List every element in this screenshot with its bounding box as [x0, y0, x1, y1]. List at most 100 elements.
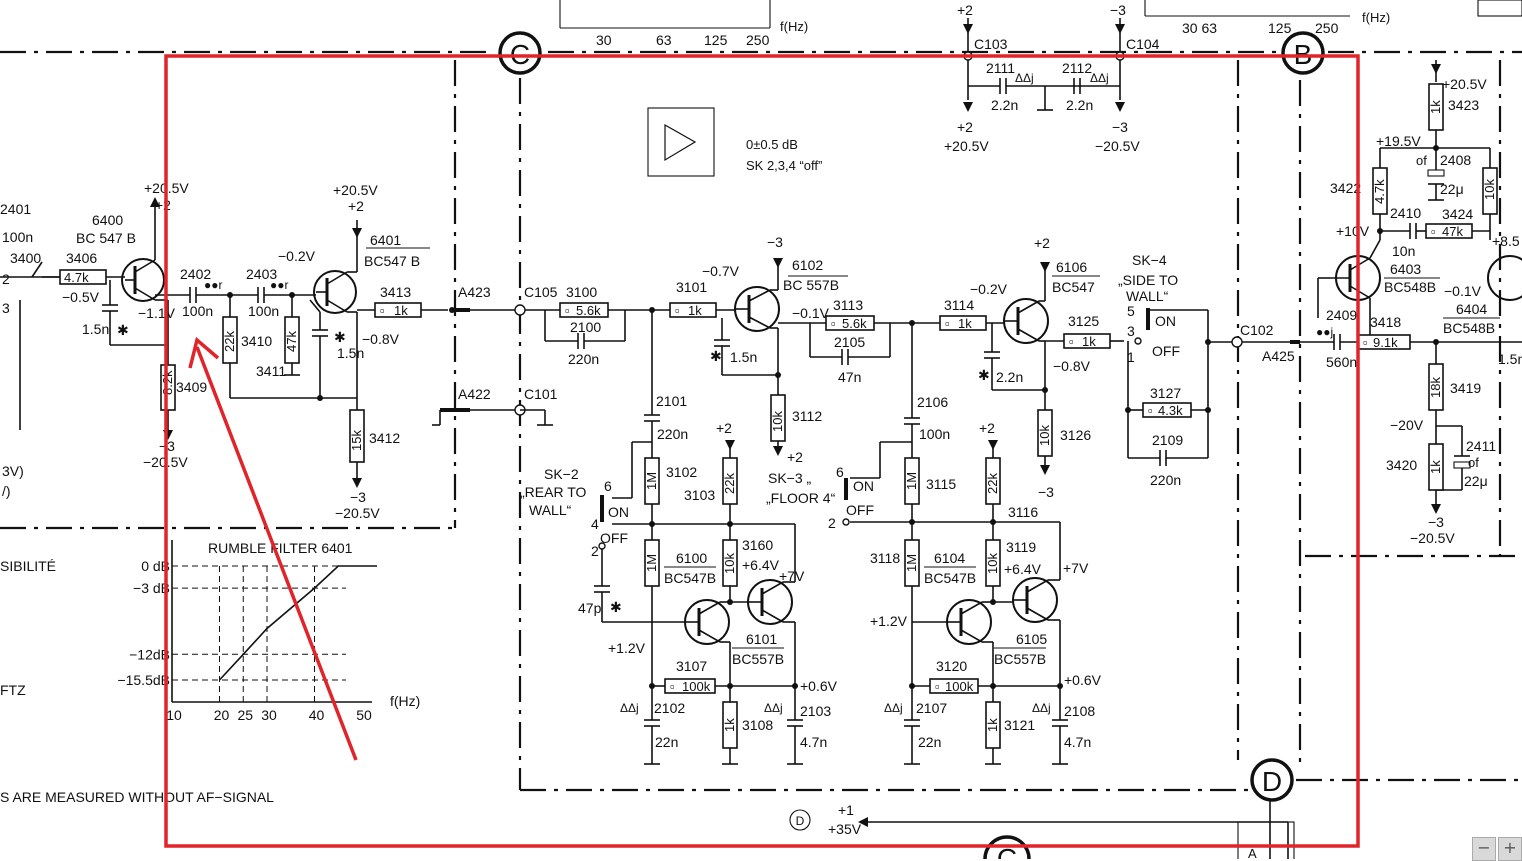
red-annotation: [164, 54, 1360, 848]
svg-text:+2: +2: [716, 420, 732, 436]
svg-text:3102: 3102: [666, 464, 697, 480]
svg-text:3119: 3119: [1006, 539, 1036, 555]
svg-text:OFF: OFF: [600, 530, 628, 546]
chart-y-tick-label: −15.5dB: [117, 672, 170, 688]
svg-text:47k: 47k: [284, 331, 299, 352]
svg-text:▫: ▫: [670, 679, 675, 694]
svg-text:1k: 1k: [1428, 460, 1443, 474]
svg-text:1: 1: [1127, 349, 1135, 365]
svg-text:+6.4V: +6.4V: [1004, 561, 1042, 577]
svg-text:220n: 220n: [1150, 472, 1181, 488]
svg-text:6400: 6400: [92, 212, 123, 228]
svg-text:6105: 6105: [1016, 631, 1047, 647]
svg-text:✱: ✱: [978, 367, 990, 383]
svg-text:5.6k: 5.6k: [842, 316, 867, 331]
svg-text:1k: 1k: [985, 718, 1000, 732]
svg-text:−0.2V: −0.2V: [970, 281, 1008, 297]
svg-text:ΔΔj: ΔΔj: [884, 701, 903, 715]
svg-text:100k: 100k: [945, 679, 974, 694]
svg-text:+20.5V: +20.5V: [944, 138, 989, 154]
svg-text:3418: 3418: [1370, 314, 1401, 330]
svg-text:6106: 6106: [1056, 259, 1087, 275]
svg-text:100n: 100n: [919, 426, 950, 442]
svg-text:BC547: BC547: [1052, 279, 1095, 295]
svg-text:C101: C101: [524, 386, 558, 402]
svg-text:SK−2: SK−2: [544, 466, 579, 482]
svg-text:2408: 2408: [1440, 152, 1471, 168]
svg-text:2100: 2100: [570, 319, 601, 335]
svg-text:−3: −3: [1428, 514, 1444, 530]
svg-text:▫: ▫: [380, 303, 385, 318]
stage-6400: 6400 BC 547 B 3406 4.7k +20.5V +2 −0.5V …: [42, 180, 207, 470]
svg-text:1k: 1k: [722, 718, 737, 732]
svg-text:+2: +2: [348, 198, 364, 214]
svg-text:3127: 3127: [1150, 385, 1181, 401]
svg-text:4: 4: [591, 516, 599, 532]
svg-text:1.5n: 1.5n: [82, 321, 109, 337]
svg-text:3112: 3112: [792, 408, 822, 424]
scale-unit: f(Hz): [780, 19, 808, 34]
svg-text:D: D: [1262, 766, 1282, 797]
svg-text:−20V: −20V: [1390, 417, 1424, 433]
scale-tick: 250: [1315, 20, 1339, 36]
chart-x-tick-label: 20: [214, 707, 230, 723]
svg-text:9.1k: 9.1k: [1373, 335, 1398, 350]
scale-tick: 125: [704, 32, 728, 48]
svg-text:BC547B: BC547B: [664, 570, 716, 586]
svg-text:3422: 3422: [1330, 180, 1361, 196]
svg-text:4.7k: 4.7k: [64, 270, 89, 285]
svg-text:2101: 2101: [656, 393, 687, 409]
svg-text:−0.7V: −0.7V: [702, 263, 740, 279]
svg-text:3121: 3121: [1004, 717, 1035, 733]
svg-text:−3: −3: [767, 234, 783, 250]
svg-text:−0.1V: −0.1V: [1444, 283, 1482, 299]
svg-text:4.7n: 4.7n: [800, 734, 827, 750]
svg-text:+2: +2: [155, 197, 171, 213]
svg-text:10n: 10n: [1392, 243, 1415, 259]
svg-text:−20.5V: −20.5V: [335, 505, 380, 521]
svg-text:2403: 2403: [246, 266, 277, 282]
svg-text:D: D: [796, 814, 805, 828]
svg-text:A423: A423: [458, 284, 491, 300]
svg-text:„FLOOR 4“: „FLOOR 4“: [766, 490, 836, 506]
svg-text:3107: 3107: [676, 658, 707, 674]
svg-text:1.5n: 1.5n: [1498, 351, 1522, 367]
svg-text:SK−4: SK−4: [1132, 252, 1167, 268]
svg-text:BC557B: BC557B: [732, 651, 784, 667]
svg-text:10k: 10k: [1482, 179, 1497, 200]
svg-text:3125: 3125: [1068, 313, 1099, 329]
svg-text:2410: 2410: [1390, 205, 1421, 221]
svg-text:2112: 2112: [1062, 60, 1092, 76]
svg-text:6401: 6401: [370, 232, 401, 248]
svg-text:ΔΔj: ΔΔj: [620, 701, 639, 715]
svg-text:−0.2V: −0.2V: [278, 248, 316, 264]
top-scale-left: 30 63 125 250 f(Hz): [559, 0, 808, 48]
corner-box-a: A: [1237, 821, 1295, 859]
svg-text:220n: 220n: [657, 426, 688, 442]
svg-text:3420: 3420: [1386, 457, 1417, 473]
chart-x-tick-label: 50: [356, 707, 372, 723]
svg-text:▫: ▫: [1363, 335, 1368, 350]
svg-text:2: 2: [828, 515, 836, 531]
zoom-out-button[interactable]: −: [1472, 837, 1496, 861]
svg-text:●●r: ●●r: [270, 278, 289, 292]
svg-text:●●r: ●●r: [204, 278, 223, 292]
zoom-in-button[interactable]: +: [1498, 837, 1522, 861]
svg-text:+7V: +7V: [779, 568, 805, 584]
svg-text:6403: 6403: [1390, 261, 1421, 277]
svg-text:2.2n: 2.2n: [1066, 97, 1093, 113]
svg-text:BC547B: BC547B: [924, 570, 976, 586]
frame-label-c-bottom: C: [983, 835, 1031, 859]
svg-text:ΔΔj: ΔΔj: [1032, 701, 1051, 715]
svg-text:3406: 3406: [66, 250, 97, 266]
svg-text:1k: 1k: [958, 316, 972, 331]
svg-text:−0.8V: −0.8V: [1053, 358, 1091, 374]
svg-text:6104: 6104: [934, 550, 965, 566]
svg-text:3108: 3108: [742, 717, 773, 733]
svg-text:2409: 2409: [1326, 307, 1357, 323]
svg-text:1k: 1k: [688, 303, 702, 318]
svg-text:3411: 3411: [256, 363, 286, 379]
highlight-box: [164, 54, 1360, 848]
svg-text:2402: 2402: [180, 266, 211, 282]
